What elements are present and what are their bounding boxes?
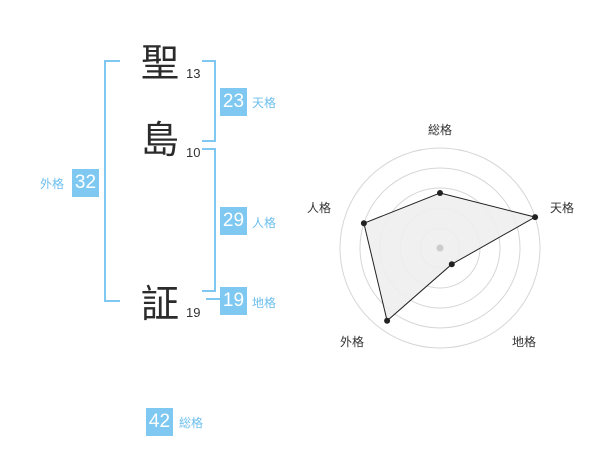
radar-area	[363, 192, 537, 322]
radar-point-2	[448, 261, 455, 268]
radar-point-3	[384, 317, 391, 324]
name-char-3: 証	[141, 282, 180, 326]
tenkaku-value: 23	[220, 88, 247, 116]
radar-center-dot	[436, 244, 444, 252]
chikaku-value: 19	[220, 287, 247, 315]
name-char-1: 聖	[141, 41, 180, 85]
chikaku-connector	[206, 298, 220, 300]
radar-point-1	[532, 214, 539, 221]
radar-ring	[339, 147, 541, 349]
radar-label-gaikaku: 外格	[340, 334, 364, 349]
gaikaku-label: 外格	[40, 177, 65, 191]
jinkaku-label: 人格	[252, 216, 277, 230]
gaikaku-bracket	[104, 60, 120, 302]
radar-label-chikaku: 地格	[512, 334, 536, 349]
soukaku-value: 42	[146, 408, 173, 436]
tenkaku-label: 天格	[252, 96, 277, 110]
gaikaku-value: 32	[72, 169, 99, 197]
stroke-count-3: 19	[186, 305, 201, 320]
stroke-count-2: 10	[186, 145, 201, 160]
radar-label-tenkaku: 天格	[550, 200, 574, 215]
jinkaku-value: 29	[220, 207, 247, 235]
radar-label-jinkaku: 人格	[307, 200, 331, 215]
jinkaku-bracket	[202, 148, 216, 292]
name-char-2: 島	[141, 118, 180, 162]
radar-points	[360, 190, 539, 324]
radar-point-0	[437, 190, 443, 196]
radar-point-4	[360, 220, 367, 227]
soukaku-label: 総格	[179, 416, 204, 430]
chikaku-label: 地格	[252, 296, 277, 310]
tenkaku-bracket	[202, 60, 216, 142]
stroke-count-1: 13	[186, 66, 201, 81]
radar-label-soukaku: 総格	[428, 122, 452, 137]
radar-ring	[359, 167, 521, 329]
